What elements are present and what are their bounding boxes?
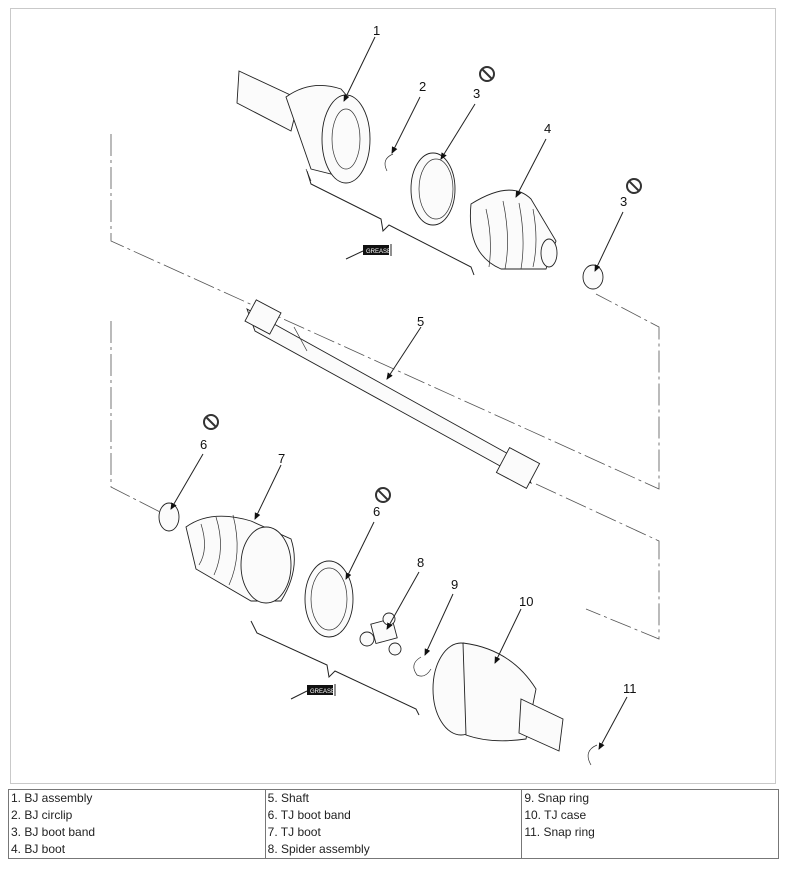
- spider-assembly-drawing: [359, 612, 402, 656]
- bj-boot-band-drawing: [410, 152, 456, 226]
- diagram-svg: GREASE GREASE: [110, 23, 660, 766]
- callout-5: 5: [417, 314, 424, 329]
- leader-lines: [170, 36, 628, 750]
- legend-column-1: 1. BJ assembly 2. BJ circlip 3. BJ boot …: [8, 789, 266, 859]
- grease-tag-upper: GREASE: [345, 244, 392, 260]
- callout-8: 8: [417, 555, 424, 570]
- callout-3-right: 3: [620, 194, 627, 209]
- legend-column-3: 9. Snap ring 10. TJ case 11. Snap ring: [521, 789, 779, 859]
- callout-4: 4: [544, 121, 551, 136]
- grease-tag-lower: GREASE: [290, 684, 336, 700]
- tj-boot-band-left-drawing: [158, 502, 180, 532]
- legend-item: 7. TJ boot: [267, 825, 321, 839]
- legend-item: 9. Snap ring: [524, 791, 590, 805]
- tj-group-bracket: [250, 620, 420, 716]
- shaft-drawing: [244, 299, 541, 489]
- tj-case-drawing: [432, 642, 564, 752]
- bj-boot-drawing: [469, 189, 558, 270]
- callout-1: 1: [373, 23, 380, 38]
- bj-circlip-drawing: [384, 153, 394, 172]
- bj-small-band-drawing: [582, 264, 604, 290]
- snap-ring-11-drawing: [587, 744, 598, 766]
- bj-assembly-drawing: [236, 70, 371, 184]
- prohibition-icon: [375, 487, 391, 503]
- callout-6-right: 6: [373, 504, 380, 519]
- callout-6: 6: [200, 437, 207, 452]
- snap-ring-9-drawing: [413, 656, 432, 677]
- legend-item: 5. Shaft: [267, 791, 310, 805]
- prohibition-icon: [479, 66, 495, 82]
- bj-group-bracket: [306, 170, 475, 276]
- legend-item: 2. BJ circlip: [11, 808, 73, 822]
- lower-alignment-frame: [110, 321, 165, 515]
- grease-label: GREASE: [310, 689, 335, 695]
- parts-legend-table: 1. BJ assembly 2. BJ circlip 3. BJ boot …: [8, 789, 779, 859]
- tj-boot-band-right-drawing: [304, 560, 354, 638]
- callout-7: 7: [278, 451, 285, 466]
- lower-alignment-frame-right: [535, 483, 660, 640]
- callout-10: 10: [519, 594, 533, 609]
- tj-boot-drawing: [185, 514, 295, 604]
- callout-3: 3: [473, 86, 480, 101]
- legend-item: 6. TJ boot band: [267, 808, 351, 822]
- grease-label: GREASE: [366, 249, 391, 255]
- callout-2: 2: [419, 79, 426, 94]
- callout-9: 9: [451, 577, 458, 592]
- legend-item: 3. BJ boot band: [11, 825, 96, 839]
- legend-item: 10. TJ case: [524, 808, 587, 822]
- prohibition-icon: [203, 414, 219, 430]
- legend-item: 8. Spider assembly: [267, 842, 370, 856]
- legend-item: 11. Snap ring: [524, 825, 595, 839]
- callout-11: 11: [623, 681, 637, 696]
- exploded-diagram: GREASE GREASE: [10, 8, 776, 784]
- legend-item: 4. BJ boot: [11, 842, 66, 856]
- legend-column-2: 5. Shaft 6. TJ boot band 7. TJ boot 8. S…: [264, 789, 523, 859]
- upper-alignment-frame: [110, 134, 660, 490]
- prohibition-icon: [626, 178, 642, 194]
- legend-item: 1. BJ assembly: [11, 791, 93, 805]
